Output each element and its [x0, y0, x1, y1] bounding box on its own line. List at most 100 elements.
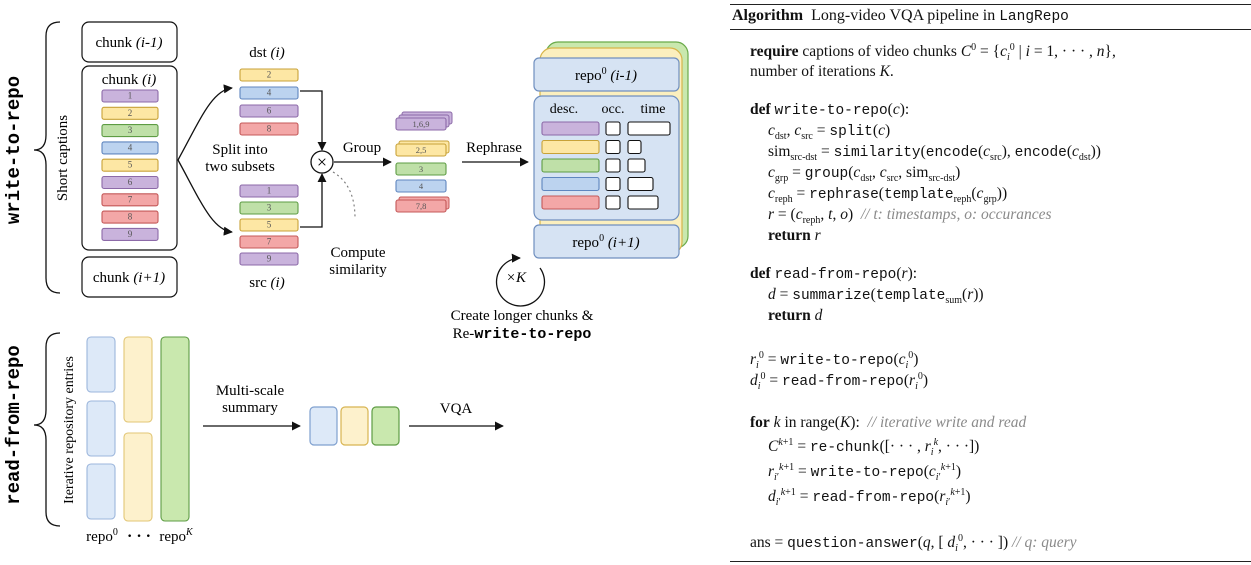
dst-to-similarity-arrow [300, 90, 327, 151]
src-caption-5-label: 5 [267, 220, 272, 230]
repo-time-cell [627, 139, 642, 155]
repo-prev-label: repo0 (i-1) [575, 66, 637, 84]
algo-line-group: cgrp = group(cdst, csrc, simsrc-dst) [768, 164, 961, 185]
algo-line-iterations: number of iterations K. [750, 63, 894, 80]
compute-label-line2: similarity [329, 262, 387, 278]
vqa-label: VQA [440, 401, 473, 417]
repo-mid-entry-1 [123, 432, 153, 522]
src-caption-1-label: 1 [267, 186, 272, 196]
repo-desc-cell [541, 139, 600, 155]
chunk-caption-1-label: 1 [128, 91, 133, 101]
summary-box-blue [309, 406, 338, 446]
group-label: Group [343, 140, 381, 156]
src-caption-3-label: 3 [267, 203, 272, 213]
algo-line-split: cdst, csrc = split(c) [768, 122, 891, 143]
repo-time-cell [627, 195, 659, 210]
repo-next-box [533, 224, 680, 259]
dst-caption-2 [239, 68, 299, 82]
algo-line-rephrase: creph = rephrase(templatereph(cgrp)) [768, 185, 1008, 206]
chunk-caption-8 [101, 210, 159, 224]
chunk-caption-9 [101, 227, 159, 241]
bottom-rule [730, 561, 1251, 562]
src-caption-1 [239, 184, 299, 198]
grouped-caption-1 [395, 143, 447, 157]
repo-desc-cell [541, 195, 600, 210]
repo-column-occ: occ. [602, 102, 625, 117]
grouped-caption-label: 2,5 [416, 145, 427, 155]
grouped-caption-label: 1,6,9 [413, 119, 430, 129]
algorithm-title-text: Long-video VQA pipeline in [811, 7, 996, 24]
chunk-caption-6 [101, 175, 159, 190]
compute-similarity-pointer [332, 171, 356, 219]
similarity-operator [310, 150, 334, 174]
loop-label: ×K [506, 270, 527, 286]
split-label-line2: two subsets [205, 159, 275, 175]
multiply-symbol: × [317, 152, 327, 172]
longer-chunks-line2: Re-write-to-repo [453, 326, 592, 343]
algo-line-rk: ri′k+1 = write-to-repo(ci′k+1) [768, 461, 962, 484]
algo-line-dk: di′k+1 = read-from-repo(ri′k+1) [768, 486, 971, 509]
repo-column-time: time [641, 102, 666, 117]
algo-line-return-r: return r [768, 227, 821, 244]
repo-occ-cell [605, 121, 621, 136]
src-caption-7 [239, 235, 299, 249]
chunk-next-box [81, 256, 178, 298]
algo-line-summarize: d = summarize(templatesum(r)) [768, 286, 984, 307]
summary-box-yellow [340, 406, 369, 446]
repo-occ-cell [605, 176, 621, 192]
algo-line-def-write: def write-to-repo(c): [750, 101, 910, 119]
repo0-entry-1 [86, 400, 116, 457]
grouped-caption-2 [395, 162, 447, 176]
chunk-next-label: chunk (i+1) [93, 270, 165, 286]
repo-last-label: repoK [159, 527, 194, 545]
repoK-entry [160, 336, 190, 522]
repo-time-cell [627, 121, 671, 136]
write-to-repo-label: write-to-repo [3, 76, 25, 224]
dst-caption-4-label: 4 [267, 88, 272, 98]
algorithm-title: Algorithm Long-video VQA pipeline in Lan… [732, 6, 1069, 27]
algo-line-rechunk: Ck+1 = re-chunk([· · · , rik, · · ·]) [768, 436, 980, 459]
src-subset-list: 1 3 5 7 9 [239, 184, 299, 266]
summary-box-green [371, 406, 400, 446]
algorithm-title-bold: Algorithm [732, 7, 804, 24]
iterative-repo-entries-label: Iterative repository entries [62, 356, 77, 504]
chunk-caption-5 [101, 158, 159, 172]
repo-time-cell [627, 176, 654, 192]
repo-column-desc: desc. [550, 102, 578, 117]
repo-next-label: repo0 (i+1) [572, 233, 639, 251]
src-caption-9-label: 9 [267, 254, 272, 264]
src-caption-3 [239, 201, 299, 215]
algo-line-r0: ri0 = write-to-repo(ci0) [750, 349, 919, 372]
src-caption-9 [239, 252, 299, 266]
compute-label-line1: Compute [331, 245, 386, 261]
grouped-caption-0 [395, 117, 447, 131]
chunk-caption-5-label: 5 [128, 160, 133, 170]
repo-occ-cell [605, 158, 621, 173]
chunk-current-label: chunk (i) [102, 72, 157, 88]
repo-mid-entry-0 [123, 336, 153, 423]
dst-label: dst (i) [249, 45, 284, 61]
repo0-entry-2 [86, 463, 116, 520]
short-captions-label: Short captions [55, 115, 71, 201]
read-brace [33, 332, 61, 527]
src-label: src (i) [249, 275, 284, 291]
chunk-caption-4-label: 4 [128, 142, 133, 152]
chunk-caption-1 [101, 89, 159, 103]
algo-line-def-read: def read-from-repo(r): [750, 265, 918, 283]
algo-line-return-d: return d [768, 307, 823, 324]
longer-chunks-line1: Create longer chunks & [451, 308, 594, 324]
src-caption-7-label: 7 [267, 237, 272, 247]
algo-line-answer: ans = question-answer(q, [ di0, · · · ])… [750, 532, 1077, 555]
chunk-caption-7 [101, 193, 159, 207]
grouped-caption-4 [395, 199, 447, 213]
chunk-caption-6-label: 6 [128, 177, 133, 187]
chunk-caption-4 [101, 141, 159, 155]
repo-occ-cell [605, 139, 621, 155]
repo-entry-rows [541, 121, 671, 210]
dst-caption-4 [239, 86, 299, 100]
algo-line-require: require captions of video chunks C0 = {c… [750, 41, 1116, 64]
src-caption-5 [239, 218, 299, 232]
algorithm-panel: Algorithm Long-video VQA pipeline in Lan… [730, 0, 1251, 565]
repo0-entry-0 [86, 336, 116, 393]
top-rule [730, 4, 1251, 5]
